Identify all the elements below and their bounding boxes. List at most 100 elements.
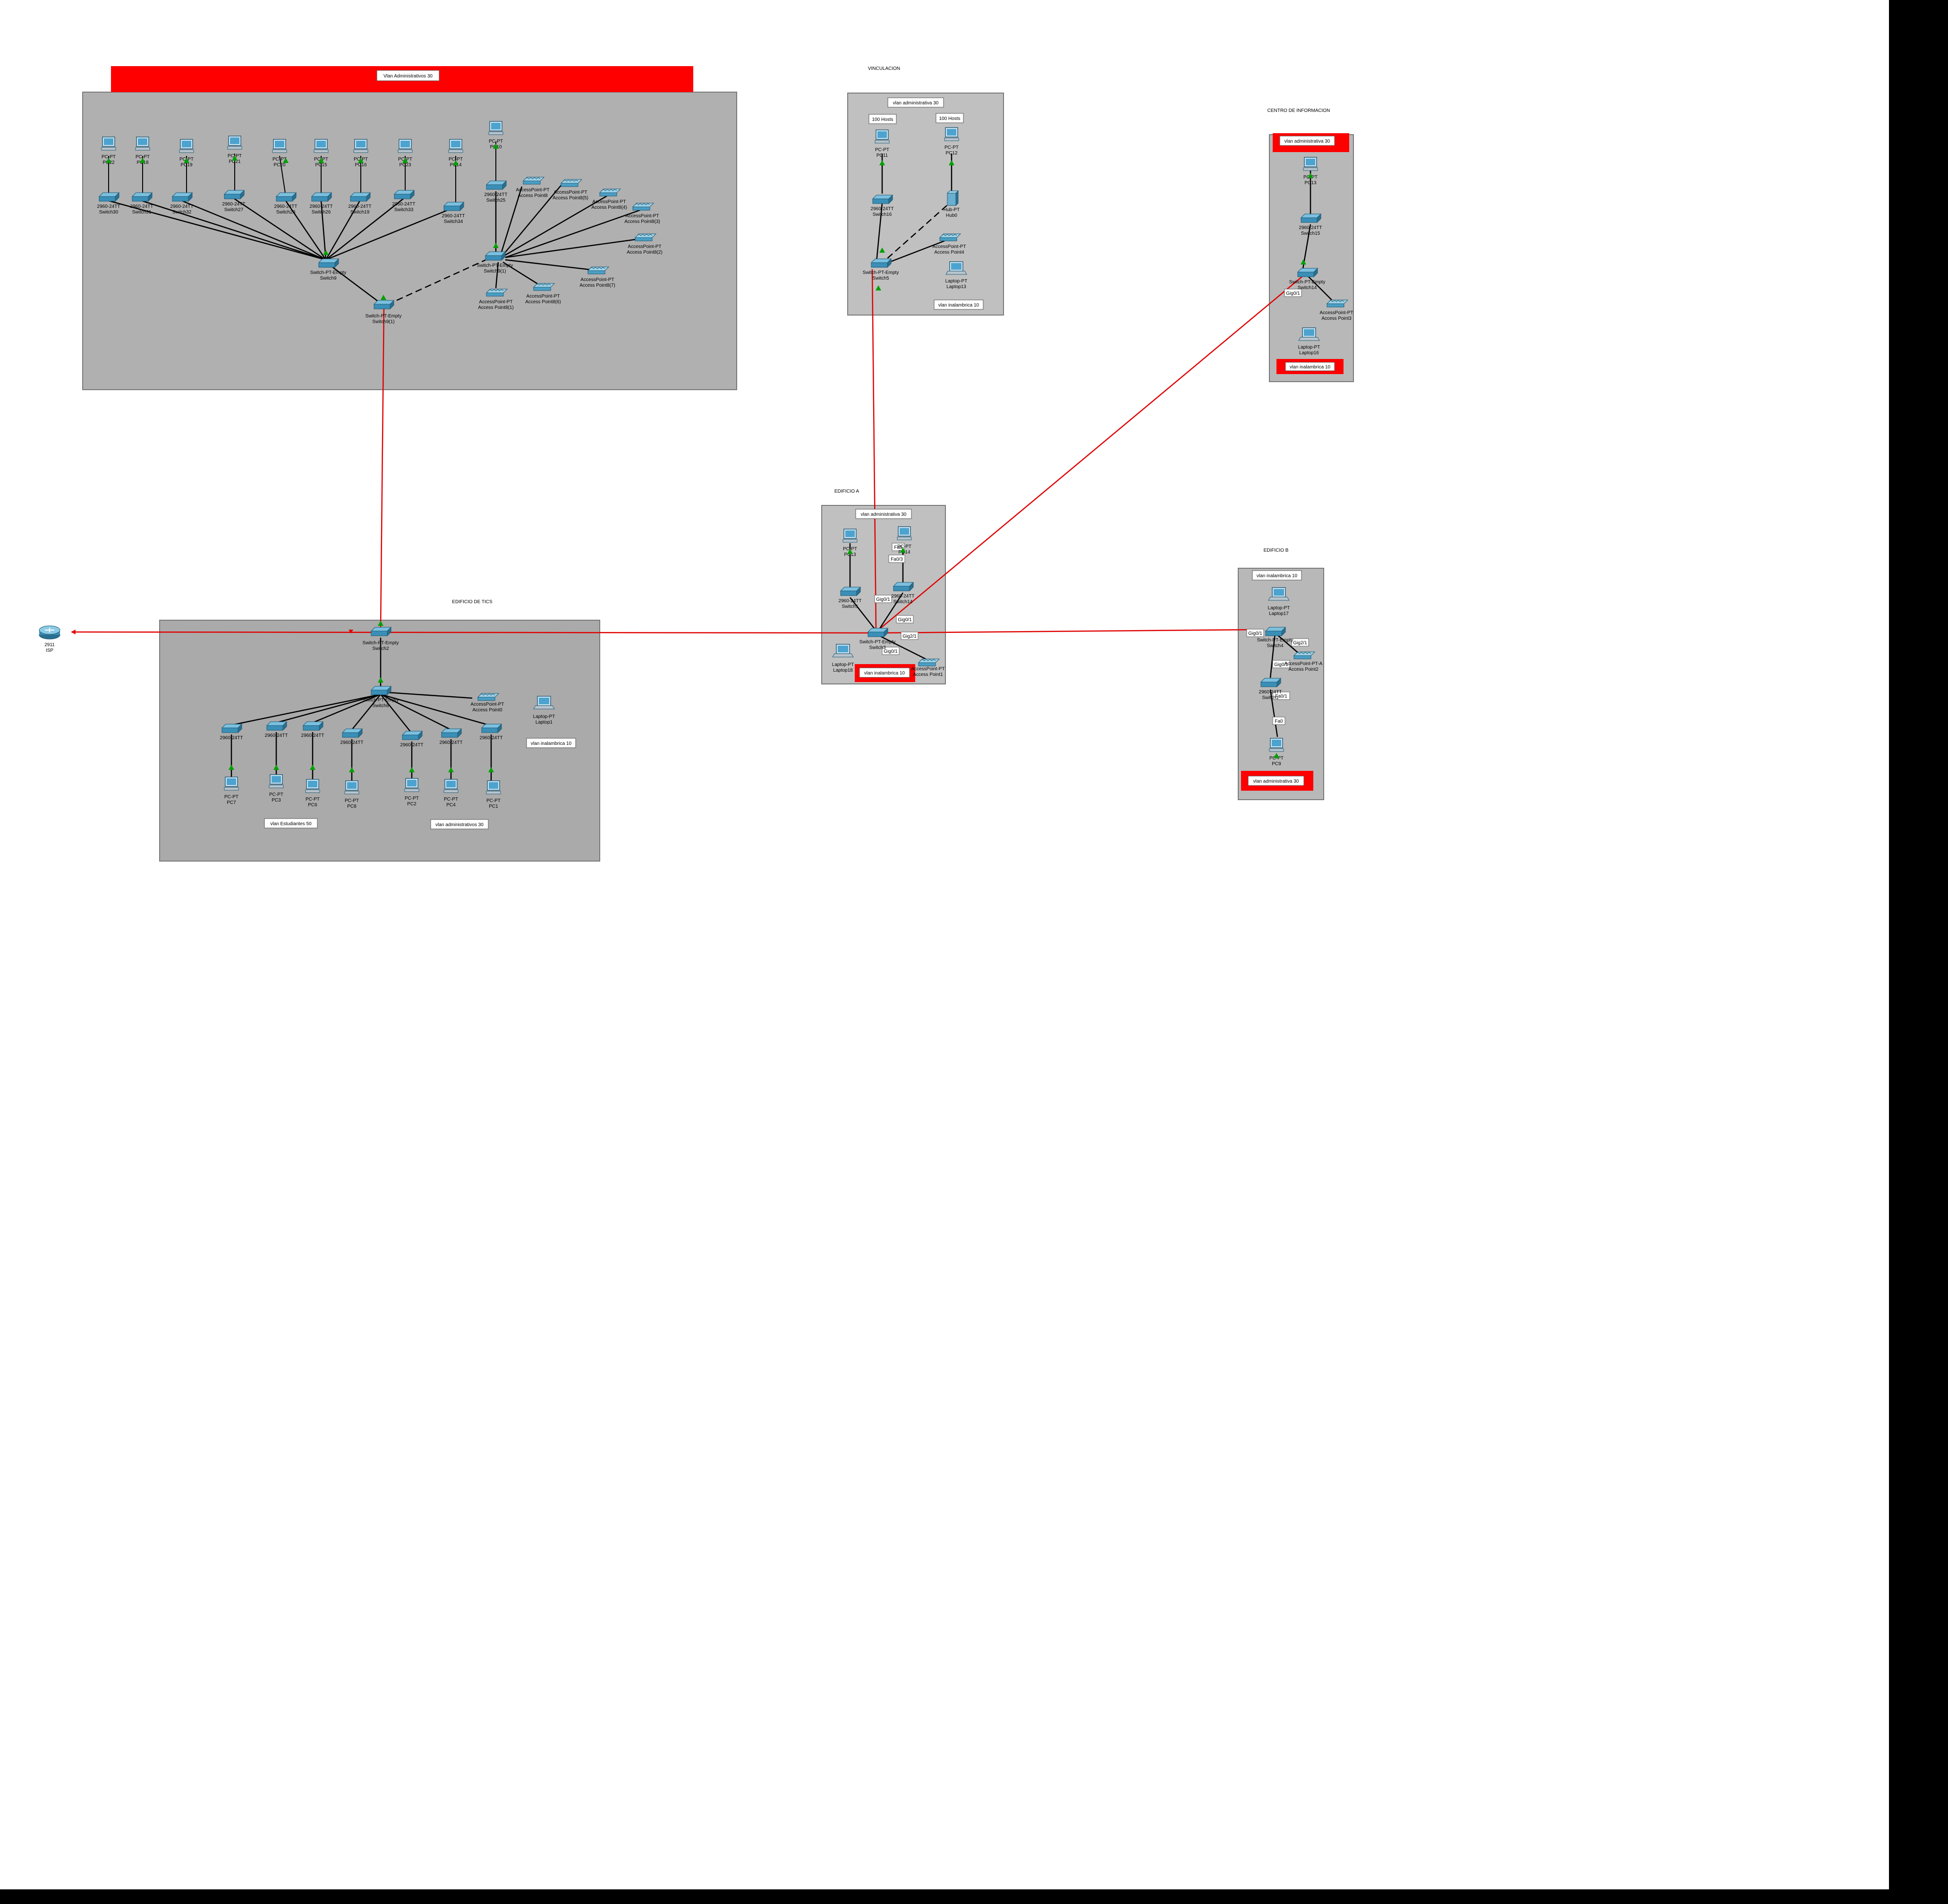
tics-core-top[interactable] bbox=[371, 627, 391, 636]
tics-switch-4[interactable] bbox=[342, 728, 363, 738]
admin-pc-7[interactable] bbox=[353, 139, 368, 153]
link-status-indicator-12 bbox=[493, 243, 499, 248]
link-status-indicator-5 bbox=[283, 158, 289, 163]
admin-switch-7-model: 2960-24TT bbox=[349, 204, 372, 209]
vinc-switch[interactable] bbox=[872, 195, 893, 204]
edif-a-switch-a[interactable] bbox=[840, 587, 861, 596]
admin-switch-7[interactable] bbox=[350, 192, 371, 202]
tics-ap-model: AccessPoint-PT bbox=[470, 702, 504, 707]
edif-b-vlan-wireless: vlan inalambrica 10 bbox=[1257, 573, 1298, 579]
vinc-pc-b[interactable] bbox=[944, 127, 959, 141]
tics-pc-5[interactable] bbox=[404, 778, 419, 792]
admin-pc-10-model: PC-PT bbox=[489, 139, 503, 144]
admin-switch-8[interactable] bbox=[394, 190, 415, 199]
tics-switch-7[interactable] bbox=[481, 724, 502, 733]
admin-aggregator[interactable] bbox=[374, 300, 394, 309]
admin-pc-2[interactable] bbox=[135, 137, 150, 151]
vinc-core[interactable] bbox=[871, 258, 892, 268]
admin-ap-8-name: Access Point8(1) bbox=[478, 305, 514, 310]
edif-b-pc-name: PC9 bbox=[1272, 761, 1281, 767]
area-vinculacion bbox=[847, 93, 1004, 316]
vinc-hub-model: Hub-PT bbox=[944, 207, 960, 213]
admin-switch-9-name: Switch34 bbox=[444, 219, 463, 224]
vinc-pc-a[interactable] bbox=[875, 129, 890, 144]
admin-switch-1[interactable] bbox=[99, 192, 119, 202]
tics-switch-5-model: 2960-24TT bbox=[400, 743, 424, 748]
centro-switch[interactable] bbox=[1301, 213, 1321, 223]
admin-core-left-name: Switch9 bbox=[320, 276, 336, 281]
tics-pc-3[interactable] bbox=[305, 779, 320, 793]
admin-pc-1[interactable] bbox=[101, 137, 116, 151]
edif-a-pc-b-model: PC-PT bbox=[897, 544, 911, 549]
admin-ap-2-name: Access Point8(5) bbox=[553, 196, 588, 201]
tics-switch-2[interactable] bbox=[266, 721, 287, 731]
admin-ap-3-name: Access Point8(4) bbox=[591, 205, 627, 210]
tics-switch-3[interactable] bbox=[303, 721, 323, 731]
vlan-notes: vlan administrativa 30 100 Hosts 100 Hos… bbox=[264, 97, 1349, 829]
centro-laptop-name: Laptop16 bbox=[1299, 350, 1319, 356]
edif-a-switch-b[interactable] bbox=[893, 582, 914, 591]
tics-switch-1[interactable] bbox=[221, 724, 242, 733]
edif-b-core[interactable] bbox=[1265, 627, 1286, 636]
admin-pc-6-name: PC15 bbox=[315, 162, 327, 168]
tics-pc-2[interactable] bbox=[269, 774, 284, 788]
link-status-indicator-14 bbox=[879, 160, 885, 165]
edif-b-pc[interactable] bbox=[1269, 738, 1284, 752]
centro-port: Gig0/1 bbox=[1286, 291, 1300, 296]
edif-b-laptop-model: Laptop-PT bbox=[1268, 606, 1290, 611]
centro-switch-model: 2960-24TT bbox=[1299, 225, 1322, 231]
admin-pc-10[interactable] bbox=[488, 121, 503, 135]
edif-b-switch[interactable] bbox=[1260, 678, 1281, 687]
tics-pc-7[interactable] bbox=[486, 780, 501, 794]
tics-switch-4-model: 2960-24TT bbox=[340, 740, 364, 745]
tics-switch-3-model: 2960-24TT bbox=[301, 733, 324, 738]
tics-switch-6-model: 2960-24TT bbox=[440, 740, 463, 745]
admin-pc-3-name: PC19 bbox=[180, 162, 192, 168]
admin-switch-2-name: Switch31 bbox=[132, 210, 152, 215]
topology-canvas[interactable]: Vlan Administrativos 30 VINCULACION CENT… bbox=[0, 0, 1889, 1889]
edif-a-vlan-admin: vlan administrativa 30 bbox=[861, 512, 907, 517]
centro-pc[interactable] bbox=[1303, 157, 1318, 171]
admin-pc-9[interactable] bbox=[448, 139, 463, 153]
admin-ap-5-model: AccessPoint-PT bbox=[628, 244, 661, 249]
admin-pc-6[interactable] bbox=[314, 139, 329, 153]
admin-core-left-model: Switch-PT-Empty bbox=[310, 270, 347, 275]
vinc-hub[interactable] bbox=[947, 190, 959, 206]
edif-a-pc-b[interactable] bbox=[897, 526, 912, 540]
admin-switch-3[interactable] bbox=[172, 192, 193, 202]
admin-ap-8-model: AccessPoint-PT bbox=[479, 299, 512, 305]
tics-pc-4[interactable] bbox=[344, 780, 359, 794]
edif-a-pc-a[interactable] bbox=[842, 529, 858, 543]
tics-core[interactable] bbox=[371, 686, 391, 695]
admin-pc-4[interactable] bbox=[227, 136, 242, 150]
admin-pc-5[interactable] bbox=[272, 139, 287, 153]
vinc-pc-a-name: PC11 bbox=[876, 153, 888, 158]
admin-switch-5-model: 2960-24TT bbox=[274, 204, 298, 209]
admin-pc-8[interactable] bbox=[398, 139, 413, 153]
admin-switch-2[interactable] bbox=[132, 192, 153, 202]
router-isp[interactable] bbox=[39, 625, 60, 640]
tics-switch-6[interactable] bbox=[441, 728, 462, 738]
admin-ap-5-name: Access Point8(2) bbox=[627, 250, 663, 255]
admin-switch-9[interactable] bbox=[443, 202, 464, 211]
admin-pc-1-model: PC-PT bbox=[102, 154, 116, 160]
vinc-hosts-b: 100 Hosts bbox=[939, 116, 960, 121]
admin-switch-5[interactable] bbox=[276, 192, 297, 202]
edif-b-laptop-name: Laptop17 bbox=[1269, 611, 1289, 616]
admin-switch-10-model: 2960-24TT bbox=[485, 192, 508, 197]
tics-pc-1[interactable] bbox=[224, 777, 239, 791]
admin-switch-8-model: 2960-24TT bbox=[392, 202, 416, 207]
centro-core[interactable] bbox=[1297, 268, 1318, 277]
tics-switch-5[interactable] bbox=[402, 731, 423, 740]
admin-core-left[interactable] bbox=[318, 258, 339, 268]
admin-switch-4[interactable] bbox=[224, 190, 245, 199]
edif-a-switch-a-model: 2960-24TT bbox=[839, 598, 862, 604]
tics-core-top-name: Switch2 bbox=[372, 646, 389, 651]
admin-switch-10[interactable] bbox=[486, 180, 507, 190]
edif-a-core[interactable] bbox=[868, 628, 888, 637]
admin-switch-6[interactable] bbox=[311, 192, 332, 202]
admin-core-right[interactable] bbox=[485, 251, 506, 261]
tics-pc-6[interactable] bbox=[443, 779, 459, 793]
admin-pc-3[interactable] bbox=[179, 139, 194, 153]
edif-b-port-2: Gig2/1 bbox=[1293, 640, 1307, 646]
